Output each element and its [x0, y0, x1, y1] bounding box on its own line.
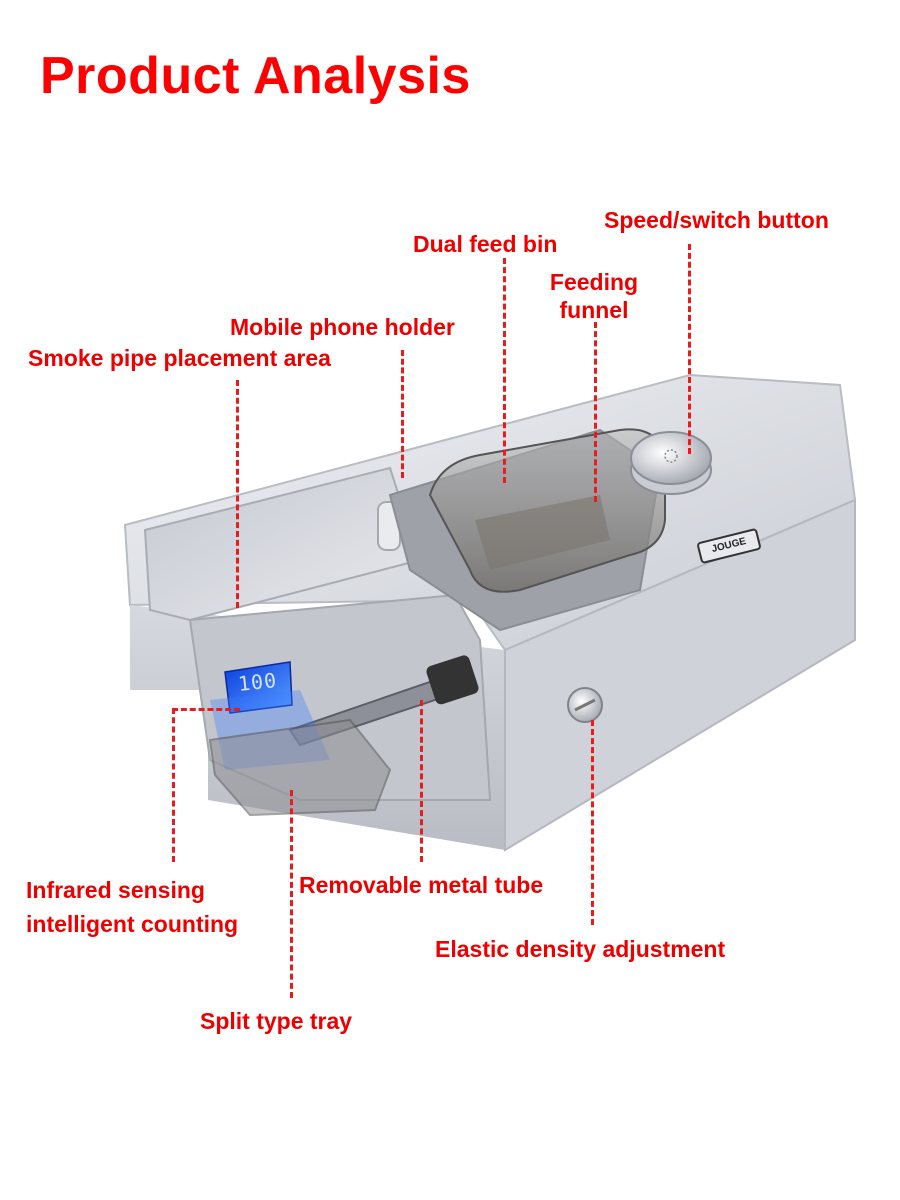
leader-line-density-adjustment — [591, 720, 594, 925]
callout-infrared-line2: intelligent counting — [26, 911, 239, 937]
callout-infrared-sensing: Infrared sensing intelligent counting — [26, 873, 238, 941]
leader-line-mobile-phone-holder — [401, 350, 404, 478]
leader-line-infrared — [172, 708, 175, 862]
leader-line-speed-switch — [688, 244, 691, 454]
callout-mobile-phone-holder: Mobile phone holder — [230, 314, 455, 340]
callout-feeding-funnel-line1: Feeding — [549, 269, 639, 295]
page-title: Product Analysis — [40, 47, 471, 105]
callout-smoke-pipe-placement-area: Smoke pipe placement area — [28, 345, 331, 371]
leader-line-dual-feed-bin — [503, 258, 506, 483]
callout-split-type-tray: Split type tray — [200, 1008, 353, 1034]
callout-feeding-funnel-line2: funnel — [559, 297, 629, 323]
callout-dual-feed-bin: Dual feed bin — [413, 231, 558, 257]
leader-line-smoke-pipe — [236, 380, 239, 608]
callout-feeding-funnel: Feeding funnel — [542, 268, 646, 324]
callout-removable-metal-tube: Removable metal tube — [299, 872, 544, 898]
leader-line-infrared-horizontal — [172, 708, 240, 711]
callout-infrared-line1: Infrared sensing — [26, 877, 205, 903]
leader-line-split-tray — [290, 790, 293, 998]
leader-line-metal-tube — [420, 700, 423, 862]
callout-speed-switch-button: Speed/switch button — [604, 207, 829, 233]
leader-line-feeding-funnel — [594, 322, 597, 502]
counter-display: 100 — [236, 668, 279, 696]
callout-elastic-density-adjustment: Elastic density adjustment — [435, 936, 726, 962]
